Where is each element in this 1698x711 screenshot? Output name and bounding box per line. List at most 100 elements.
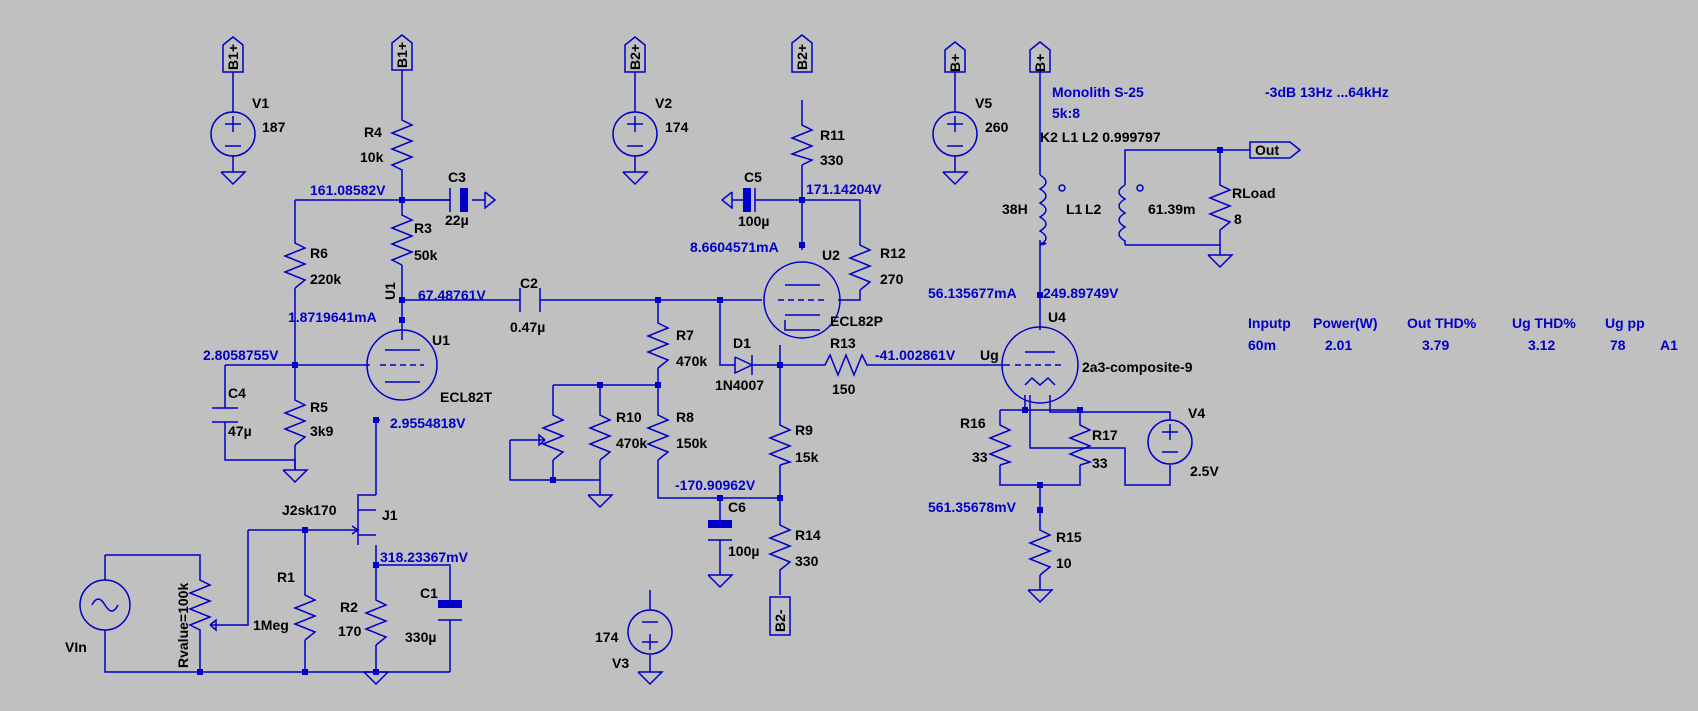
r9-value: 15k	[795, 449, 819, 465]
c4-symbol	[212, 407, 238, 423]
capacitors	[212, 188, 756, 621]
r11-label: R11	[820, 127, 845, 143]
sources	[79, 111, 1193, 655]
c1-value: 330µ	[405, 629, 436, 645]
rail-b2p-mid: B2+	[794, 44, 810, 70]
rail-b1-left: B1+	[225, 44, 241, 70]
l1-symbol	[1038, 174, 1047, 246]
r14-label: R14	[795, 527, 821, 543]
v1-value: 187	[262, 119, 286, 135]
c6-symbol	[708, 520, 732, 541]
l1-label: L1	[1066, 201, 1083, 217]
r1-symbol	[292, 590, 318, 641]
pot-symbol	[187, 575, 213, 655]
rail-tag-labels: B1+ B1+ B2+ B2+ B+ B+ B2- Out	[225, 42, 1279, 632]
v4-value: 2.5V	[1190, 463, 1219, 479]
transformer-ratio: 5k:8	[1052, 105, 1080, 121]
r17-label: R17	[1092, 427, 1118, 443]
node-67v: 67.48761V	[418, 287, 486, 303]
r17-value: 33	[1092, 455, 1108, 471]
r5-label: R5	[310, 399, 328, 415]
u2-value: ECL82P	[830, 313, 883, 329]
r16-label: R16	[960, 415, 986, 431]
c2-symbol	[519, 288, 541, 312]
measurement-table: Inputp Power(W) Out THD% Ug THD% Ug pp 6…	[1248, 315, 1678, 353]
table-header-ug-pp: Ug pp	[1605, 315, 1645, 331]
r5-value: 3k9	[310, 423, 334, 439]
r16-symbol	[987, 420, 1013, 466]
r8-symbol	[645, 410, 671, 461]
rail-out: Out	[1255, 142, 1279, 158]
c6-value: 100µ	[728, 543, 759, 559]
u1-tube	[366, 329, 438, 401]
r6-value: 220k	[310, 271, 341, 287]
rail-b1-mid: B1+	[394, 42, 410, 68]
vin-source	[79, 579, 131, 631]
node-2p8v: 2.8058755V	[203, 347, 279, 363]
coupling-directive: K2 L1 L2 0.999797	[1040, 129, 1161, 145]
v3-value: 174	[595, 629, 619, 645]
r3-value: 50k	[414, 247, 438, 263]
r1-label: R1	[277, 569, 295, 585]
u1-vert-label: U1	[382, 282, 398, 300]
l2-label: L2	[1085, 201, 1102, 217]
c1-label: C1	[420, 585, 438, 601]
table-value-inputp: 60m	[1248, 337, 1276, 353]
c2-value: 0.47µ	[510, 319, 545, 335]
j1-label: J1	[382, 507, 398, 523]
c5-symbol	[720, 188, 756, 212]
r15-value: 10	[1056, 555, 1072, 571]
r12-label: R12	[880, 245, 906, 261]
u2-label: U2	[822, 247, 840, 263]
u4-label: U4	[1048, 309, 1066, 325]
table-header-ug-thd: Ug THD%	[1512, 315, 1576, 331]
rail-tags	[222, 34, 1302, 636]
r13-symbol	[820, 352, 870, 378]
r12-value: 270	[880, 271, 904, 287]
r8-value: 150k	[676, 435, 707, 451]
r2-label: R2	[340, 599, 358, 615]
r7-value: 470k	[676, 353, 707, 369]
c6-label: C6	[728, 499, 746, 515]
r10-value: 470k	[616, 435, 647, 451]
table-header-inputp: Inputp	[1248, 315, 1291, 331]
rload-value: 8	[1234, 211, 1242, 227]
r11-value: 330	[820, 152, 844, 168]
r4-value: 10k	[360, 149, 384, 165]
node-561mv: 561.35678mV	[928, 499, 1017, 515]
rail-bp-left: B+	[947, 54, 963, 72]
d1-symbol	[734, 355, 760, 375]
node-u2-current: 8.6604571mA	[690, 239, 779, 255]
frequency-response: -3dB 13Hz ...64kHz	[1265, 84, 1389, 100]
r4-label: R4	[364, 124, 382, 140]
v4-label: V4	[1188, 405, 1205, 421]
r12-symbol	[847, 240, 873, 291]
pot-wipers	[209, 433, 546, 632]
v3-label: V3	[612, 655, 629, 671]
c3-symbol	[449, 188, 497, 212]
r5-symbol	[282, 395, 308, 446]
c1-symbol	[438, 600, 462, 621]
ug-label: Ug	[980, 347, 999, 363]
node-171v: 171.14204V	[806, 181, 882, 197]
r13-value: 150	[832, 381, 856, 397]
u1-value: ECL82T	[440, 389, 493, 405]
u4-tube	[1001, 326, 1079, 404]
table-value-out-thd: 3.79	[1422, 337, 1449, 353]
operating-point-annotations: 161.08582V 67.48761V 1.8719641mA 2.80587…	[203, 84, 1389, 565]
rload-symbol	[1207, 180, 1233, 231]
c5-label: C5	[744, 169, 762, 185]
r9-label: R9	[795, 422, 813, 438]
node-u1-current: 1.8719641mA	[288, 309, 377, 325]
schematic-title: Monolith S-25	[1052, 84, 1144, 100]
j1-value: J2sk170	[282, 502, 337, 518]
node-minus170v: -170.90962V	[675, 477, 756, 493]
u1-label: U1	[432, 332, 450, 348]
r8-label: R8	[676, 409, 694, 425]
inductors	[1038, 174, 1144, 246]
r15-symbol	[1027, 525, 1053, 576]
u4-value: 2a3-composite-9	[1082, 359, 1193, 375]
l2-symbol	[1118, 184, 1127, 245]
v5-label: V5	[975, 95, 992, 111]
r3-label: R3	[414, 220, 432, 236]
